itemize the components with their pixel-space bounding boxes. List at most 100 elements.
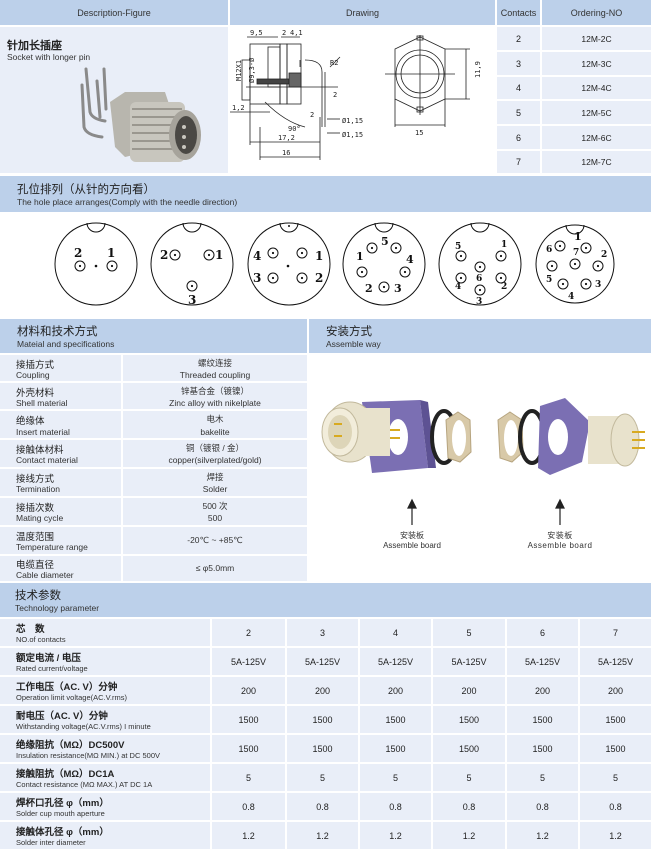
- tech-value: 1500: [360, 706, 431, 733]
- assemble-board-label-right: 安装板 Assemble board: [510, 530, 610, 550]
- tech-label-cn: 工作电压（AC. V）分钟: [16, 682, 118, 693]
- svg-text:3: 3: [394, 282, 402, 295]
- tech-value: 1.2: [360, 822, 431, 849]
- contacts-value: 4: [497, 77, 540, 99]
- tech-row-label: 接触体孔径 φ（mm）Solder inter diameter: [0, 822, 210, 849]
- material-value-cn: 500 次: [202, 501, 228, 511]
- ordering-value: 12M-6C: [542, 126, 651, 149]
- svg-text:2: 2: [310, 111, 314, 119]
- svg-text:15: 15: [415, 129, 423, 137]
- product-name-en: Socket with longer pin: [7, 52, 91, 62]
- material-label-en: Insert material: [16, 427, 70, 437]
- svg-text:5: 5: [381, 235, 389, 248]
- material-value: ≤ φ5.0mm: [195, 563, 235, 573]
- material-value-en: Solder: [202, 484, 228, 494]
- material-label-cn: 绝缘体: [16, 416, 45, 427]
- material-section-header: 材料和技术方式 Mateial and specifications: [0, 319, 307, 353]
- svg-text:16: 16: [282, 149, 290, 157]
- svg-text:2: 2: [333, 91, 337, 99]
- tech-value: 2: [212, 619, 285, 646]
- tech-value: 4: [360, 619, 431, 646]
- tech-value: 1.2: [287, 822, 358, 849]
- product-ordering-table: Description-Figure Drawing Contacts Orde…: [0, 0, 651, 174]
- assemble-board-cn: 安装板: [400, 531, 424, 540]
- svg-text:4: 4: [406, 253, 414, 266]
- tech-value: 1500: [287, 706, 358, 733]
- assemble-board-en: Assemble board: [383, 541, 441, 550]
- tech-value: 5: [433, 619, 505, 646]
- tech-label-en: Rated current/voltage: [16, 664, 88, 673]
- tech-value: 0.8: [360, 793, 431, 820]
- material-label-cn: 电缆直径: [16, 560, 55, 571]
- tech-value: 5: [212, 764, 285, 791]
- pin-diagram-5: 1 5 4 2 3: [342, 222, 426, 306]
- tech-value: 5A-125V: [507, 648, 578, 675]
- contacts-value: 2: [497, 27, 540, 50]
- svg-text:5: 5: [455, 242, 461, 252]
- svg-text:1: 1: [315, 249, 323, 263]
- material-label-en: Contact material: [16, 455, 78, 465]
- ordering-value: 12M-5C: [542, 101, 651, 124]
- pin-diagram-2: 2 1: [54, 222, 138, 306]
- assemble-section-title-en: Assemble way: [326, 339, 381, 349]
- tech-label-cn: 芯 数: [16, 624, 45, 635]
- svg-text:1: 1: [501, 240, 507, 250]
- svg-text:Ø1,15: Ø1,15: [342, 117, 363, 125]
- assemble-board-cn: 安装板: [547, 531, 573, 540]
- pin-diagram-4: 4 1 3 2: [247, 222, 331, 306]
- tech-value: 5: [433, 764, 505, 791]
- material-value-en: copper(silverplated/gold): [168, 455, 262, 465]
- contacts-value: 3: [497, 52, 540, 75]
- tech-value: 0.8: [507, 793, 578, 820]
- svg-text:1: 1: [215, 248, 223, 262]
- material-value-en: Threaded coupling: [179, 370, 251, 380]
- tech-value: 200: [360, 677, 431, 704]
- tech-value: 1500: [580, 735, 651, 762]
- svg-text:6: 6: [546, 245, 552, 255]
- material-value-cn: 电木: [206, 414, 224, 424]
- material-label-cn: 接插次数: [16, 503, 55, 514]
- material-section-title-cn: 材料和技术方式: [17, 326, 98, 338]
- material-label-cn: 外壳材料: [16, 388, 55, 399]
- assembly-right: [497, 398, 645, 475]
- tech-value: 1.2: [212, 822, 285, 849]
- tech-value: 0.8: [287, 793, 358, 820]
- tech-label-en: Operation limit voltage(AC.V.rms): [16, 693, 128, 702]
- connector-photo: [80, 67, 201, 162]
- tech-value: 6: [507, 619, 578, 646]
- svg-text:1: 1: [356, 250, 364, 263]
- svg-text:4,1: 4,1: [290, 29, 303, 37]
- assemble-section-title-cn: 安装方式: [326, 326, 372, 338]
- svg-text:5: 5: [546, 275, 552, 285]
- svg-text:3: 3: [253, 271, 261, 285]
- svg-text:90°: 90°: [288, 125, 301, 133]
- technical-drawing-cell: 9,5 2 4,1 M12X1 Ø9,3-Ø 1,2 R2 2 2 Ø1,15 …: [225, 27, 495, 173]
- tech-value: 5A-125V: [287, 648, 358, 675]
- material-section-title-en: Mateial and specifications: [17, 339, 115, 349]
- svg-text:1,2: 1,2: [232, 104, 245, 112]
- svg-text:2: 2: [601, 250, 607, 260]
- product-name-cn: 针加长插座: [7, 40, 62, 52]
- material-label-cn: 接线方式: [16, 474, 55, 485]
- tech-value: 1500: [507, 706, 578, 733]
- svg-text:6: 6: [476, 274, 482, 284]
- tech-label-cn: 耐电压（AC. V）分钟: [16, 711, 108, 722]
- material-label-cn: 接触体材料: [16, 445, 64, 456]
- tech-value: 200: [580, 677, 651, 704]
- tech-label-cn: 额定电流 / 电压: [16, 653, 81, 664]
- svg-text:2: 2: [282, 29, 286, 37]
- material-value-en: Zinc alloy with nikelplate: [169, 398, 261, 408]
- pin-layout-diagrams: 2 1 2 1 3 4 1 3 2: [0, 212, 651, 312]
- svg-text:11,9: 11,9: [474, 61, 482, 78]
- svg-text:Ø9,3-Ø: Ø9,3-Ø: [248, 57, 256, 83]
- tech-value: 1500: [433, 735, 505, 762]
- header-drawing: Drawing: [230, 0, 495, 25]
- tech-value: 5A-125V: [212, 648, 285, 675]
